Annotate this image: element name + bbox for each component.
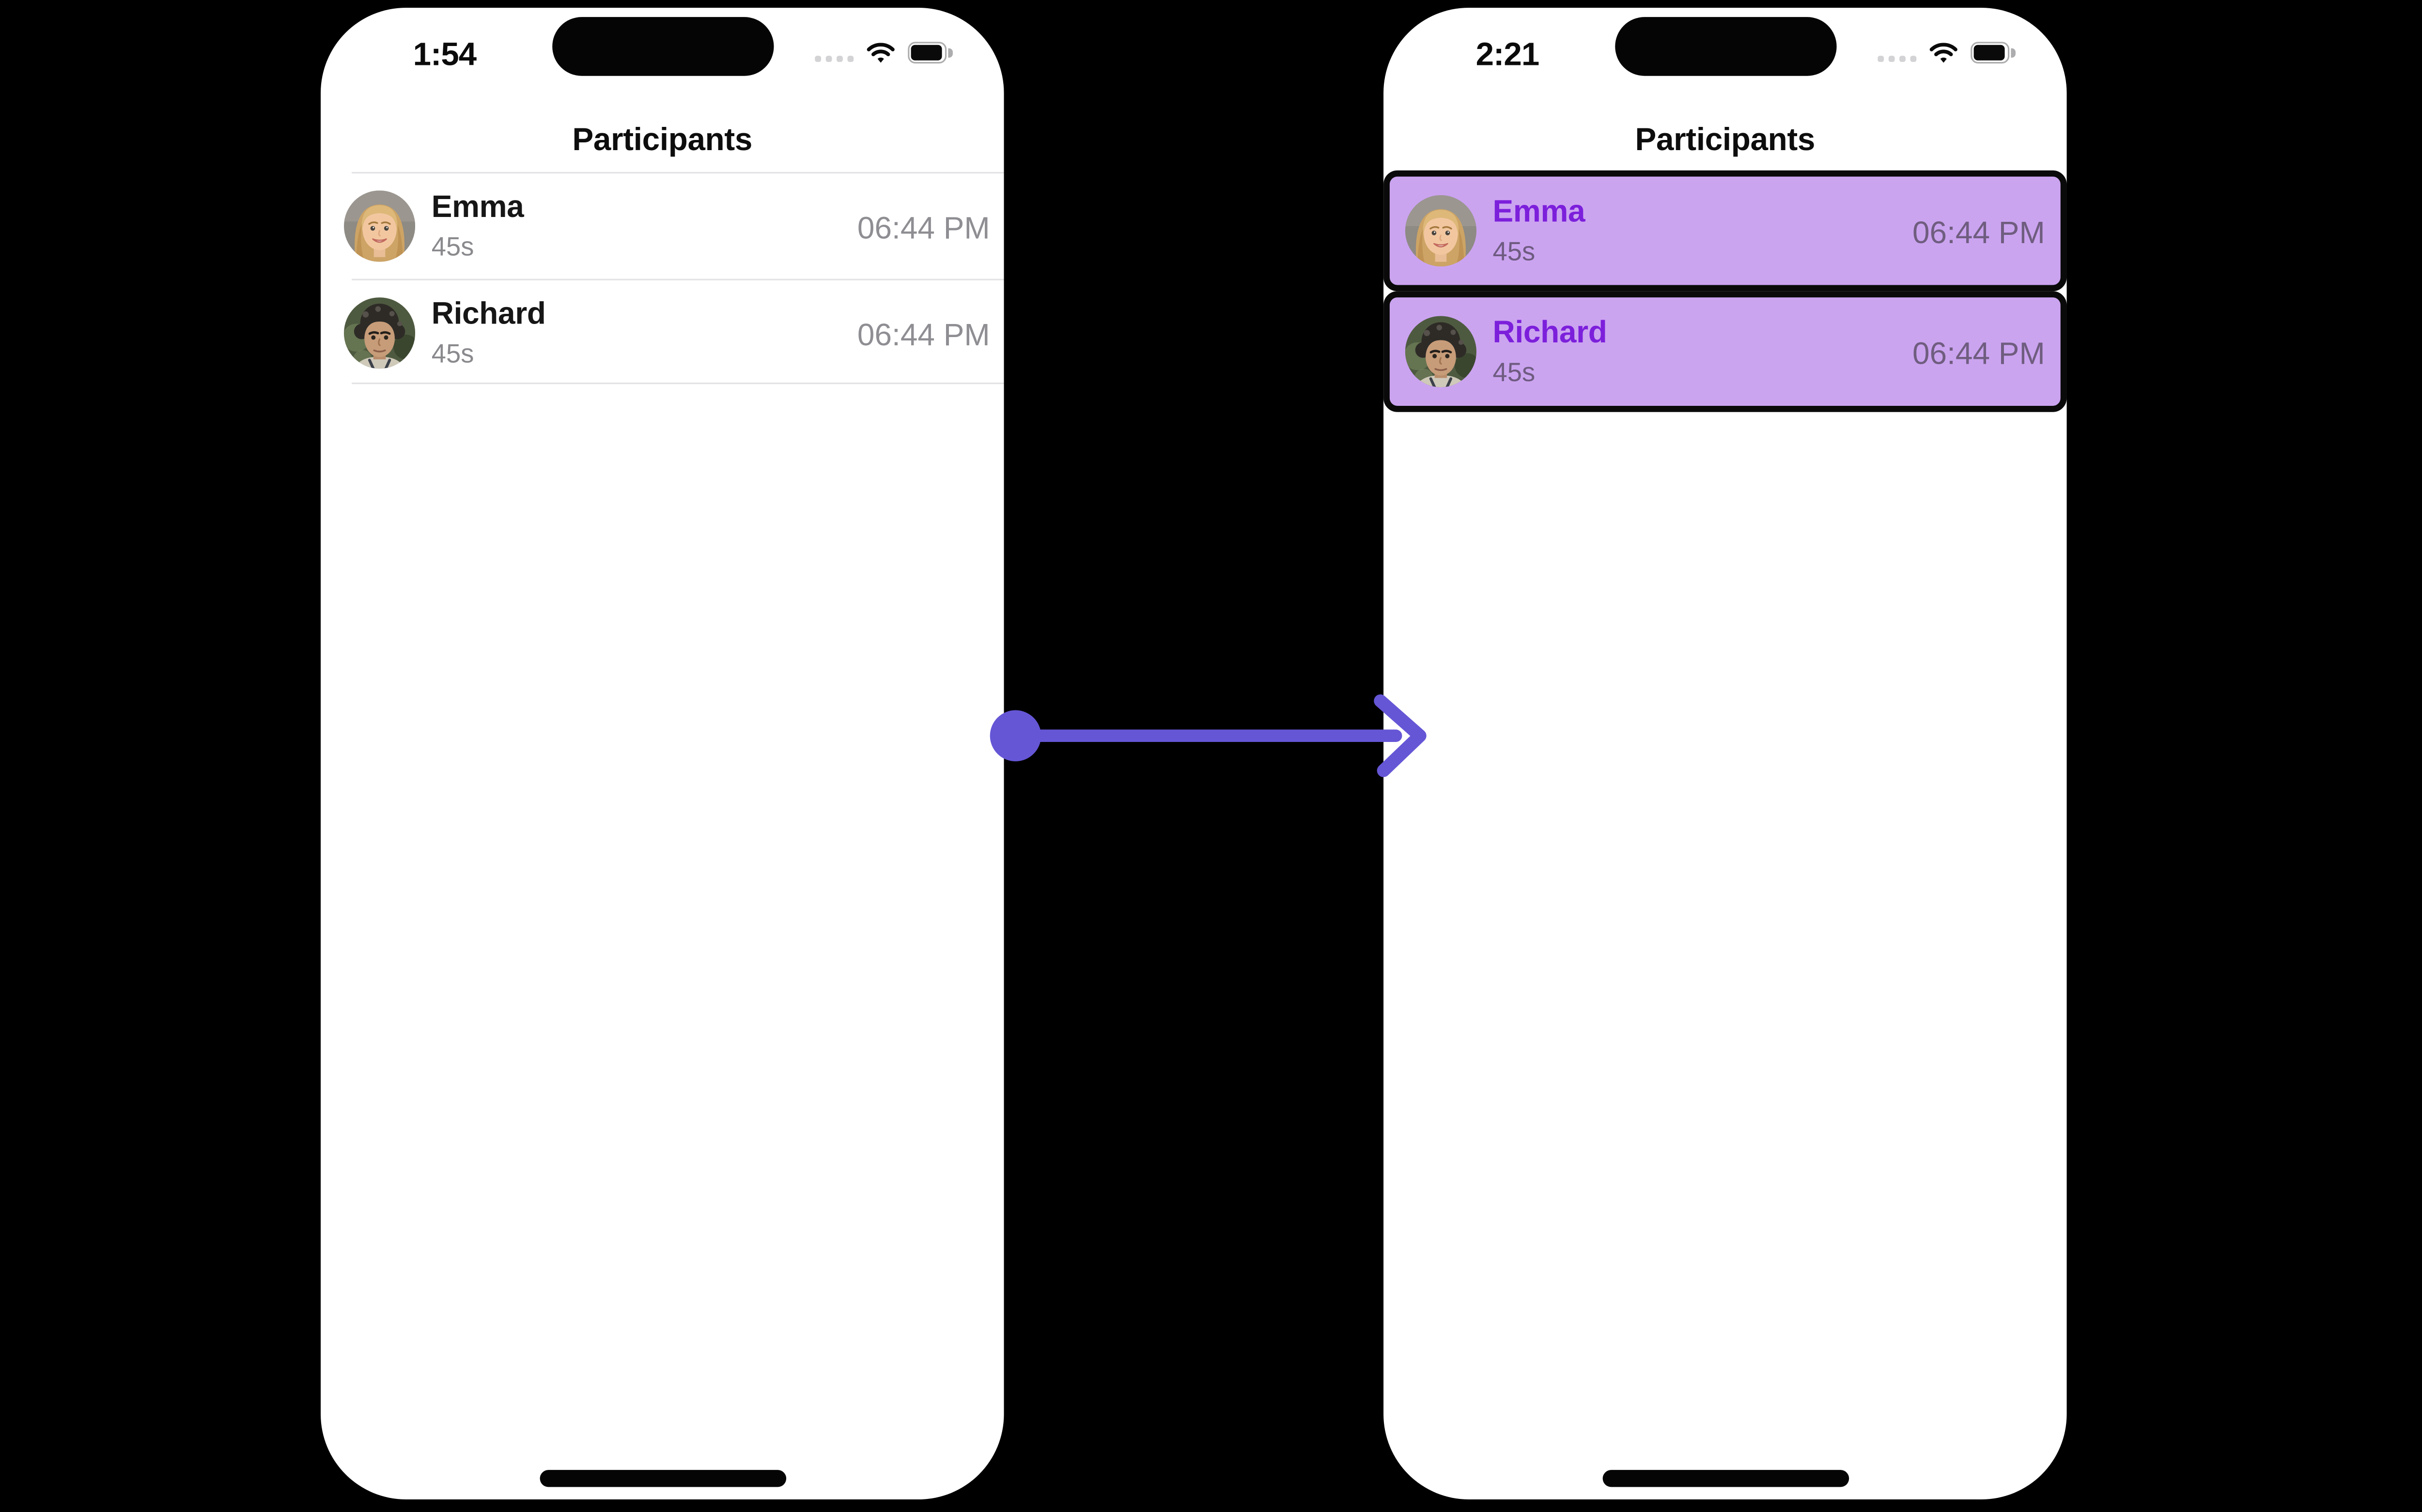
participant-duration: 45s — [1492, 357, 1536, 387]
participant-row-richard-selected[interactable]: Richard 45s 06:44 PM — [1383, 291, 2067, 412]
participant-row-richard[interactable]: Richard 45s 06:44 PM — [321, 280, 1004, 385]
wifi-icon — [865, 41, 895, 63]
battery-icon — [907, 41, 953, 64]
richard-avatar — [343, 296, 414, 368]
cellular-signal-icon — [815, 56, 853, 62]
participant-name: Richard — [1492, 315, 1607, 350]
participant-timestamp: 06:44 PM — [857, 318, 990, 353]
participants-list: Emma 45s 06:44 PM Richard 45s 06:44 PM — [321, 172, 1004, 385]
emma-avatar — [1404, 195, 1475, 266]
emma-avatar — [343, 190, 414, 262]
status-time: 2:21 — [1475, 36, 1540, 72]
participant-timestamp: 06:44 PM — [1912, 337, 2045, 371]
status-icons — [815, 40, 953, 64]
participant-timestamp: 06:44 PM — [1912, 216, 2045, 251]
home-indicator[interactable] — [1602, 1470, 1848, 1486]
participant-info: Emma 45s — [1493, 195, 1585, 266]
status-time: 1:54 — [413, 36, 477, 72]
participant-row-emma[interactable]: Emma 45s 06:44 PM — [321, 172, 1004, 280]
participant-duration: 45s — [431, 232, 474, 262]
participant-info: Richard 45s — [432, 297, 546, 368]
participant-row-emma-selected[interactable]: Emma 45s 06:44 PM — [1383, 170, 2067, 291]
page-title: Participants — [572, 122, 753, 157]
dynamic-island — [551, 17, 773, 76]
battery-icon — [1970, 41, 2016, 64]
participant-timestamp: 06:44 PM — [857, 212, 990, 247]
participant-name: Richard — [431, 296, 546, 331]
richard-avatar — [1404, 316, 1475, 387]
participant-duration: 45s — [431, 339, 474, 368]
participant-name: Emma — [1492, 195, 1585, 229]
participant-info: Emma 45s — [432, 191, 524, 262]
wifi-icon — [1928, 41, 1957, 63]
phone-before: 1:54 Participants Emma 45s 06:44 PM Rich… — [321, 7, 1004, 1499]
cellular-signal-icon — [1878, 56, 1916, 62]
participant-name: Emma — [431, 190, 524, 225]
participant-duration: 45s — [1492, 236, 1536, 266]
divider — [351, 172, 1004, 174]
participants-list: Emma 45s 06:44 PM Richard 45s 06:44 PM — [1383, 170, 2067, 412]
participant-info: Richard 45s — [1493, 316, 1607, 387]
page-title: Participants — [1635, 122, 1816, 157]
status-icons — [1878, 40, 2016, 64]
home-indicator[interactable] — [539, 1470, 786, 1486]
dynamic-island — [1614, 17, 1836, 76]
phone-after: 2:21 Participants Emma 45s 06:44 PM Rich… — [1383, 7, 2067, 1499]
